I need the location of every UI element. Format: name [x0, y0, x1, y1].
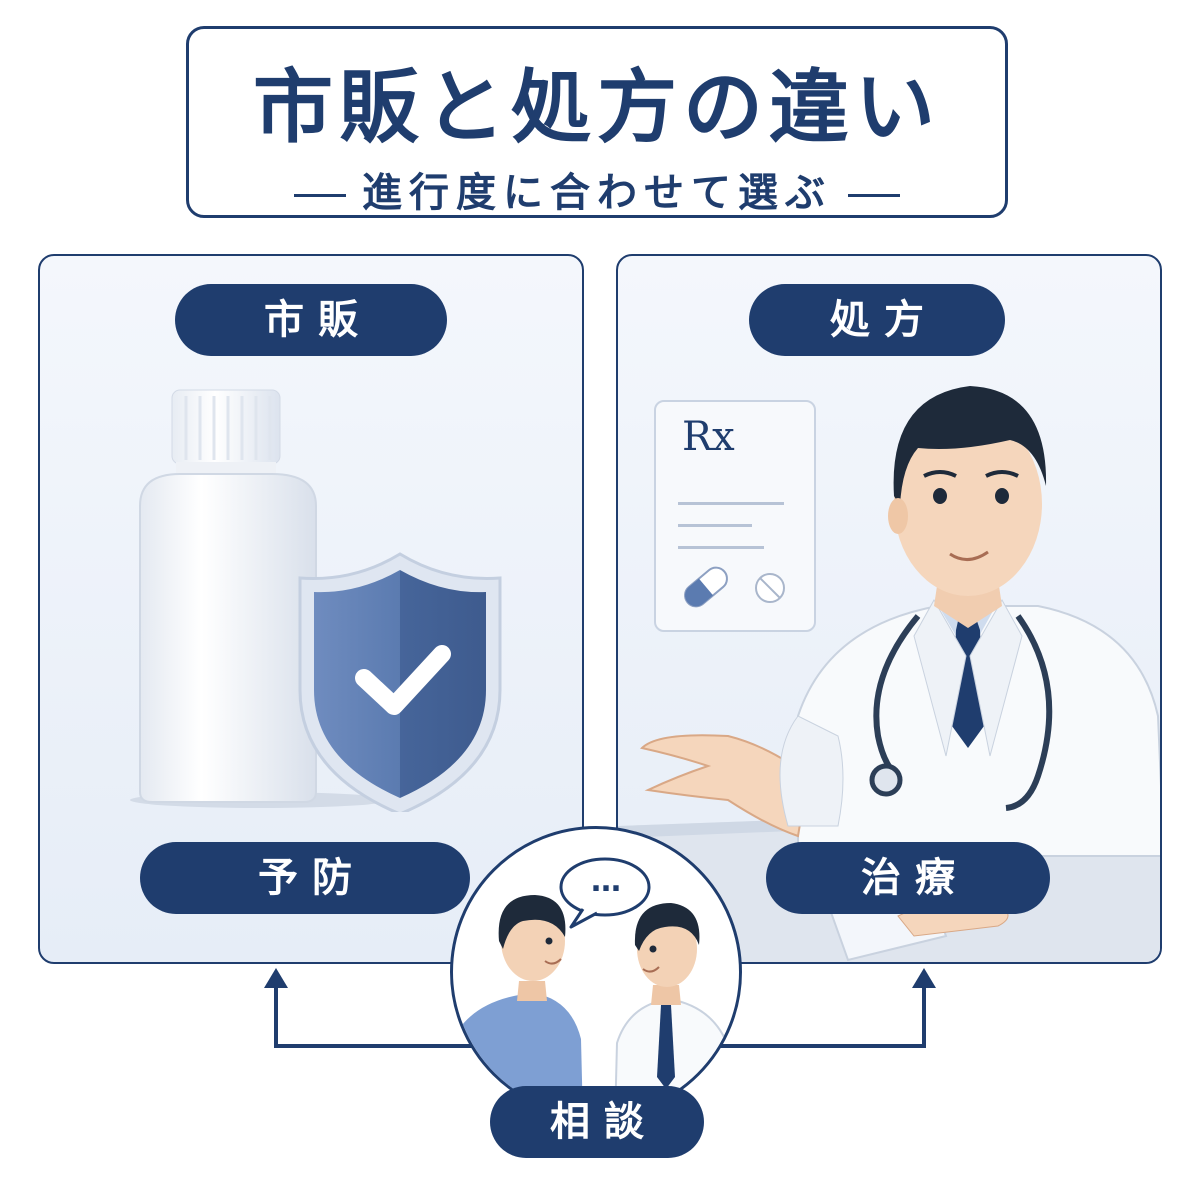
capsule-icon: [684, 566, 785, 608]
rx-line: [678, 524, 752, 527]
rx-header-pill: 処方: [749, 284, 1005, 356]
rx-symbol: Rx: [682, 414, 735, 460]
page-subtitle: 進行度に合わせて選ぶ: [189, 171, 1005, 215]
title-box: 市販と処方の違い 進行度に合わせて選ぶ: [186, 26, 1008, 218]
speech-bubble-icon: [559, 857, 651, 929]
prescription-panel: 処方 Rx: [616, 254, 1162, 964]
stethoscope-icon: [869, 763, 903, 797]
otc-panel: 市販: [38, 254, 584, 964]
prescription-icon: Rx: [654, 400, 816, 632]
subtitle-text: 進行度に合わせて選ぶ: [362, 170, 832, 216]
otc-footer-pill: 予防: [140, 842, 470, 914]
otc-header-pill: 市販: [175, 284, 447, 356]
subtitle-dash-left: [294, 193, 346, 197]
consult-pill: 相談: [490, 1086, 704, 1158]
consultation-circle: …: [450, 826, 742, 1118]
arrow-up-icon: [912, 968, 936, 988]
arrow-up-icon: [264, 968, 288, 988]
rx-footer-pill: 治療: [766, 842, 1050, 914]
subtitle-dash-right: [848, 193, 900, 197]
bottle-icon: [130, 389, 502, 812]
speech-bubble-text: …: [591, 864, 621, 899]
page-title: 市販と処方の違い: [253, 61, 941, 154]
rx-line: [678, 546, 764, 549]
rx-line: [678, 502, 784, 505]
